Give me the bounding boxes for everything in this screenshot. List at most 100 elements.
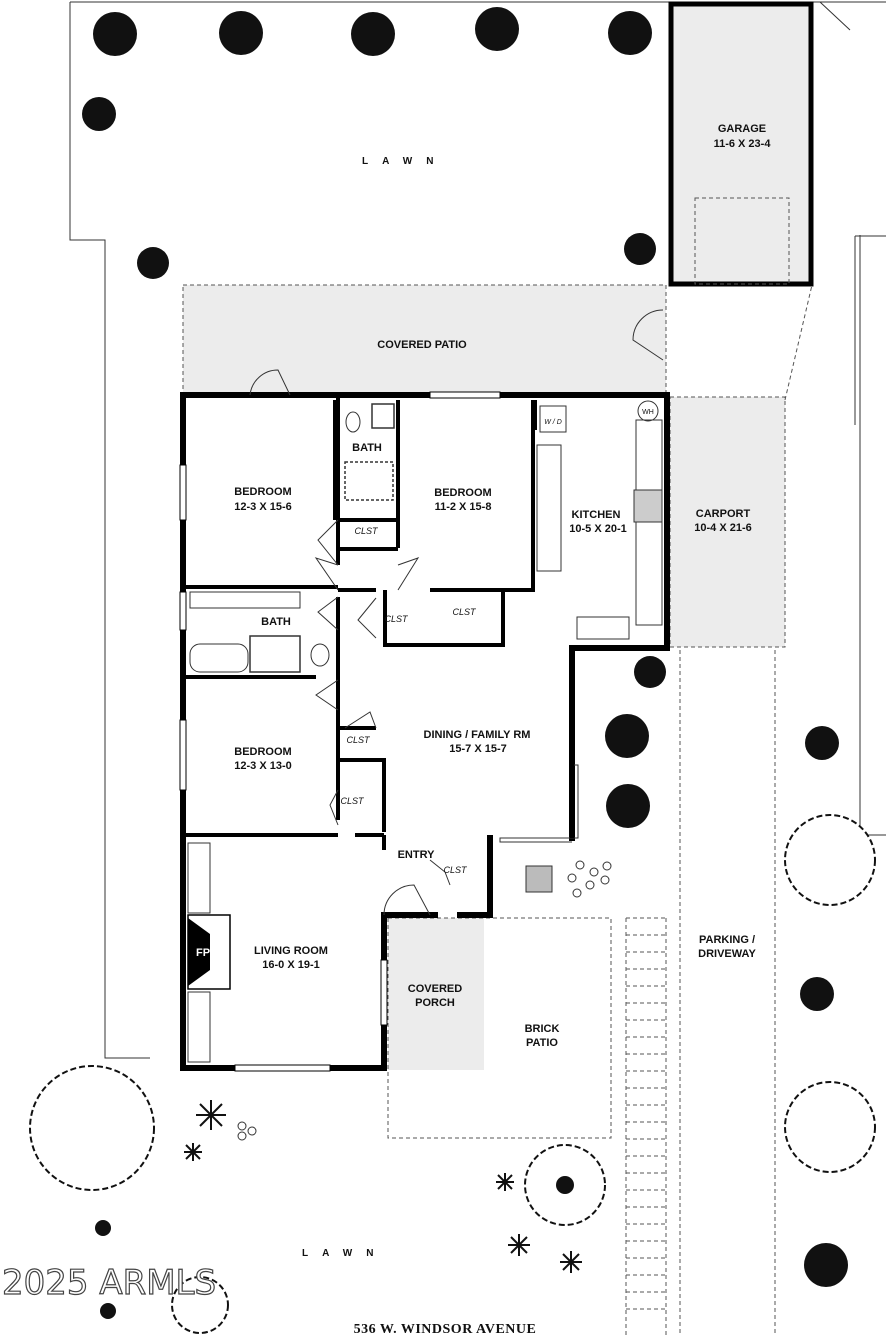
washer-dryer-label: W / D [544, 419, 562, 426]
interior-walls [183, 398, 574, 850]
shrub-icon [95, 1220, 111, 1236]
range [633, 489, 663, 523]
rock-icon [237, 1121, 247, 1131]
rock-icon [575, 860, 585, 870]
shrub-icon [475, 7, 519, 51]
fireplace-hearth [188, 918, 210, 986]
carport-size: 10-4 X 21-6 [694, 522, 751, 534]
covered-patio-label: COVERED PATIO [377, 339, 467, 351]
rock-icon [589, 867, 599, 877]
bay-window [499, 764, 579, 843]
driveway-lines [679, 284, 813, 1336]
shrub-icons [82, 7, 848, 1319]
kitchen-counter [536, 444, 562, 572]
shrub-icon [82, 97, 116, 131]
shrub-icon [137, 247, 169, 279]
tree-icon [29, 1065, 155, 1191]
covered-patio-area [183, 285, 666, 393]
closet-label: CLST [354, 526, 379, 536]
tree-icons [29, 814, 876, 1334]
shrub-icon [605, 714, 649, 758]
closet-label: CLST [346, 735, 371, 745]
parking-label-2: DRIVEWAY [698, 948, 756, 960]
tub [189, 643, 249, 673]
toilet [310, 643, 330, 667]
lawn-label-top: LAWN [362, 156, 447, 167]
rock-icon [602, 861, 612, 871]
covered-porch-area [388, 918, 484, 1070]
toilet [345, 411, 361, 433]
parking-label: PARKING / [699, 934, 755, 946]
vanity [189, 591, 301, 609]
rock-icon [247, 1126, 257, 1136]
shrub-icon [805, 726, 839, 760]
closet-label: CLST [452, 607, 477, 617]
kitchen-label: KITCHEN [572, 509, 621, 521]
shrub-icon [219, 11, 263, 55]
lot-boundary [69, 1, 886, 1059]
bookshelf [187, 991, 211, 1063]
carport-label: CARPORT [696, 508, 751, 520]
door-swing [329, 711, 377, 826]
patio-door-swing [632, 309, 664, 361]
palm-icon [560, 1251, 582, 1273]
dishwasher [576, 616, 630, 640]
door-swing [357, 597, 451, 886]
kitchen-size: 10-5 X 20-1 [569, 523, 626, 535]
door-swing [314, 557, 420, 591]
brick-patio-label: BRICK [525, 1023, 560, 1035]
palm-icon [196, 1100, 226, 1130]
brick-patio-outline [387, 917, 612, 1139]
water-heater [637, 400, 659, 422]
tree-icon [784, 1081, 876, 1173]
entry-label: ENTRY [398, 849, 436, 861]
shrub-icon [351, 12, 395, 56]
shrub-icon [93, 12, 137, 56]
rock-icons [237, 860, 612, 1141]
bath-hall-label: BATH [261, 616, 291, 628]
shrub-icon [804, 1243, 848, 1287]
shower-upper [344, 461, 394, 501]
window [179, 591, 187, 631]
tree-icon [784, 814, 876, 906]
bath-upper-label: BATH [352, 442, 382, 454]
brick-patio-label-2: PATIO [526, 1037, 558, 1049]
shrub-icon [100, 1303, 116, 1319]
palm-icons [184, 1100, 582, 1273]
watermark: 2025 ARMLS [2, 1263, 216, 1303]
bedroom-master-label: BEDROOM [234, 486, 291, 498]
window [179, 719, 187, 791]
window [179, 464, 187, 521]
closet-label: CLST [340, 796, 365, 806]
bedroom-master-size: 12-3 X 15-6 [234, 501, 291, 513]
shower [249, 635, 301, 673]
tree-icon [171, 1276, 229, 1334]
rock-icon [572, 888, 582, 898]
window [380, 959, 388, 1026]
address-label: 536 W. WINDSOR AVENUE [354, 1322, 537, 1336]
lot-boundary-right [812, 1, 886, 840]
covered-patio-outline [182, 284, 667, 394]
washer-dryer [539, 405, 567, 433]
sink [371, 403, 395, 429]
grill-pad [525, 865, 553, 893]
door-swing [383, 884, 431, 916]
dining-family-label: DINING / FAMILY RM [424, 729, 531, 741]
door-swing [317, 519, 339, 566]
shrub-icon [624, 233, 656, 265]
fireplace-label: FP [196, 947, 210, 959]
palm-icon [184, 1143, 202, 1161]
closet-label: CLST [384, 614, 409, 624]
garage-area [671, 4, 811, 284]
living-room-size: 16-0 X 19-1 [262, 959, 319, 971]
palm-icon [496, 1173, 514, 1191]
rock-icon [585, 880, 595, 890]
carport-area [670, 397, 785, 647]
bedroom-lower-size: 12-3 X 13-0 [234, 760, 291, 772]
rock-icon [237, 1131, 247, 1141]
shrub-icon [608, 11, 652, 55]
tree-center-icon [556, 1176, 574, 1194]
garage-car-outline [694, 197, 790, 285]
living-room-label: LIVING ROOM [254, 945, 328, 957]
